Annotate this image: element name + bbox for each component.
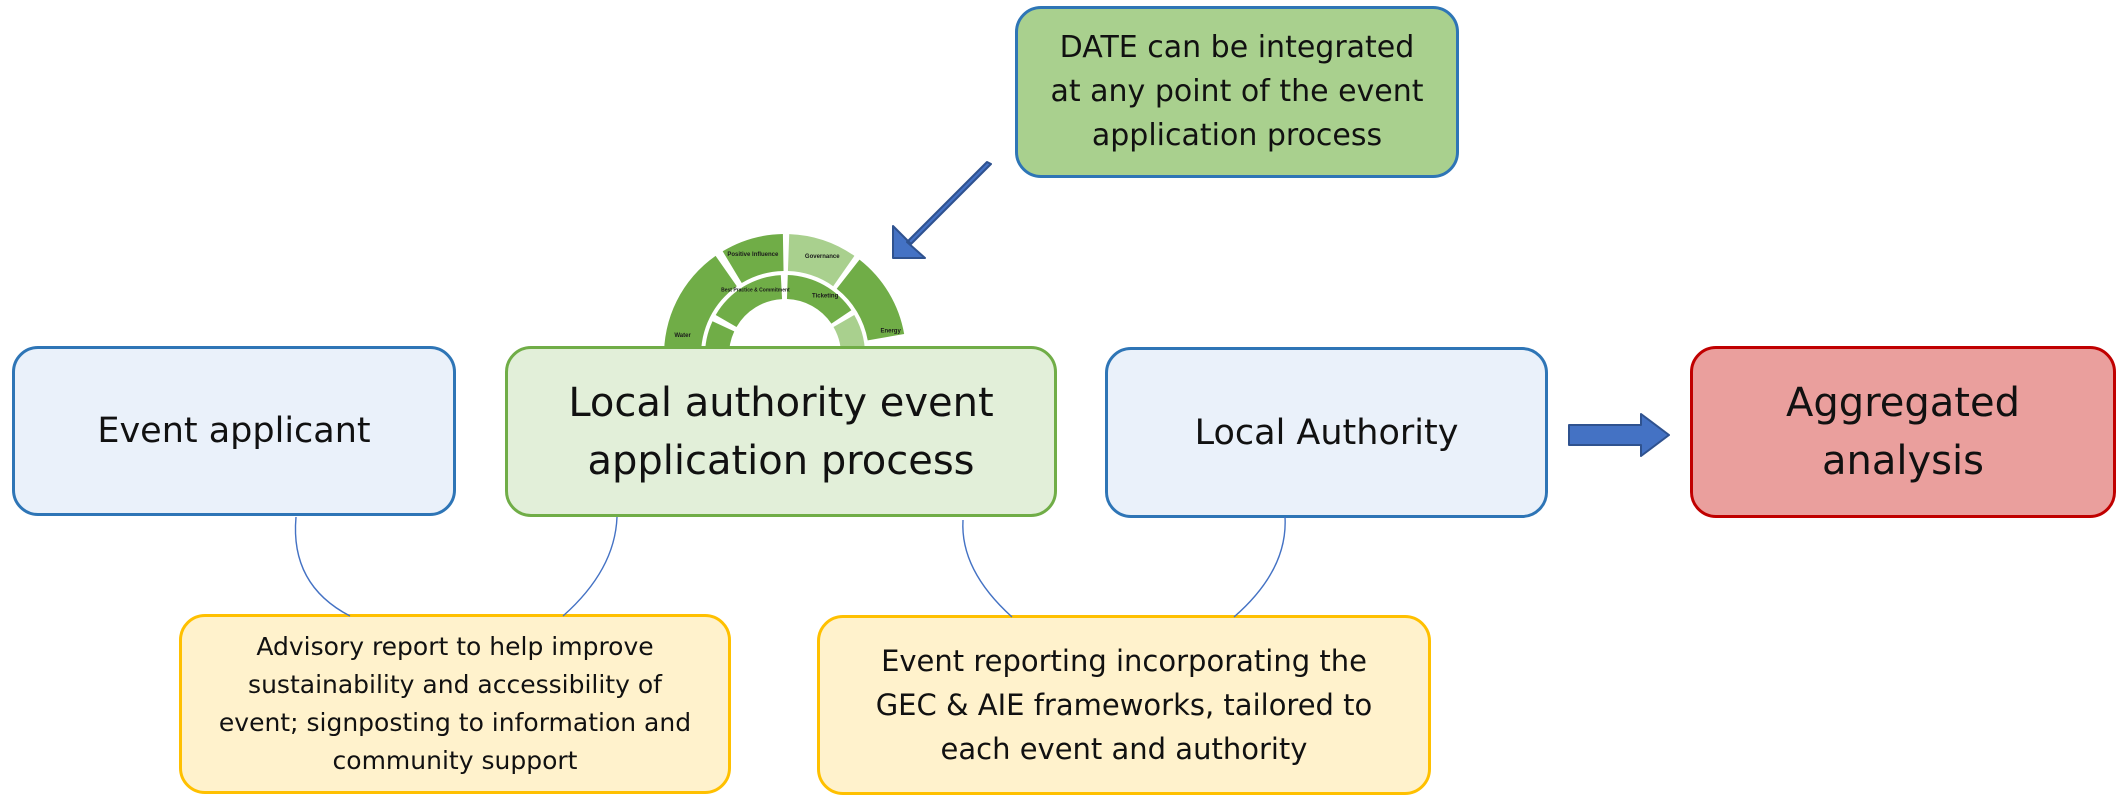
date-integration-note: DATE can be integrated at any point of t… (1015, 6, 1459, 178)
local-authority-box: Local Authority (1105, 347, 1548, 518)
advisory-report-box: Advisory report to help improve sustaina… (179, 614, 731, 794)
event-applicant-label: Event applicant (97, 411, 371, 451)
date-integration-label: DATE can be integrated at any point of t… (1050, 30, 1424, 153)
wheel-label-positive-influence: Positive Influence (727, 252, 779, 258)
wheel-inner-segment (715, 275, 783, 327)
event-applicant-box: Event applicant (12, 346, 456, 516)
advisory-report-label: Advisory report to help improve sustaina… (218, 632, 692, 775)
connector-process-reporting (962, 519, 1013, 618)
wheel-label-water: Water (674, 333, 691, 339)
event-reporting-label: Event reporting incorporating the GEC & … (875, 644, 1373, 766)
local-authority-process-box: Local authority event application proces… (505, 346, 1057, 517)
aggregated-analysis-box: Aggregated analysis (1690, 346, 2116, 518)
wheel-label-ticketing: Ticketing (812, 294, 839, 300)
local-authority-process-label: Local authority event application proces… (568, 379, 994, 484)
wheel-outer-segment (836, 259, 905, 341)
wheel-outer-segment (722, 234, 784, 283)
wheel-outer-segment (787, 234, 855, 287)
connector-process-advisory (562, 516, 618, 617)
to-aggregated-arrow (1568, 413, 1670, 457)
wheel-label-best-practice: Best Practice & Commitment (721, 288, 790, 294)
wheel-label-governance: Governance (805, 254, 840, 260)
local-authority-label: Local Authority (1194, 412, 1459, 453)
wheel-inner-segment (786, 275, 852, 324)
connector-authority-reporting (1233, 516, 1286, 618)
wheel-label-energy: Energy (880, 329, 901, 335)
wheel-outer-segment (664, 255, 737, 360)
integration-arrow (892, 161, 992, 259)
connector-applicant-advisory (294, 516, 351, 617)
aggregated-analysis-label: Aggregated analysis (1786, 380, 2020, 484)
event-reporting-box: Event reporting incorporating the GEC & … (817, 615, 1431, 795)
